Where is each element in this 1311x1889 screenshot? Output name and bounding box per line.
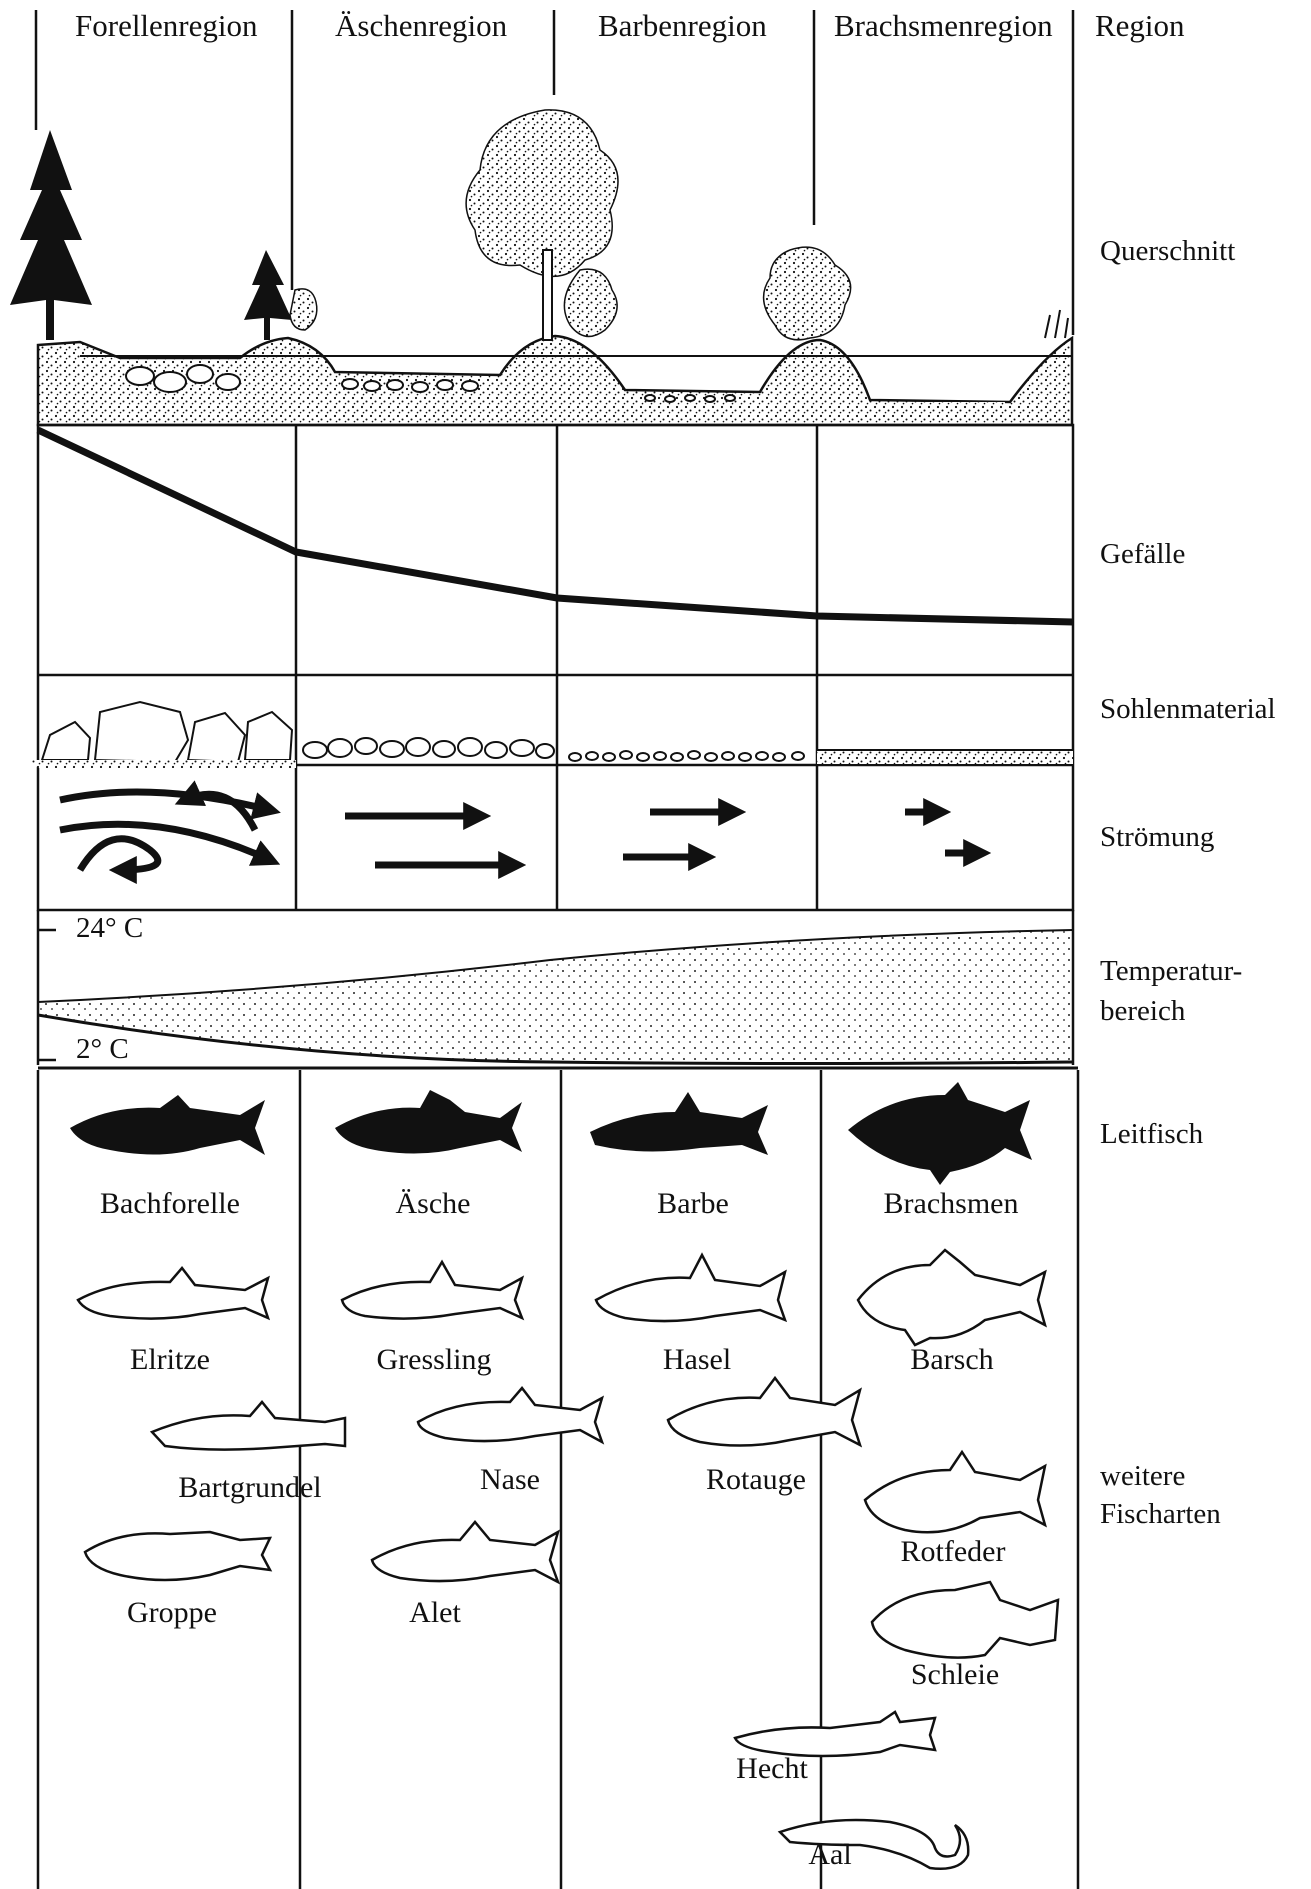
leitfisch-silhouettes [70,1082,1032,1185]
row-label-region: Region [1095,8,1185,44]
fish-label-rotfeder: Rotfeder [901,1535,1006,1569]
region-header-brachsmenregion: Brachsmenregion [834,8,1053,44]
row-label-querschnitt: Querschnitt [1100,232,1235,270]
row-label-leitfisch: Leitfisch [1100,1115,1203,1153]
row-label-sohlenmaterial: Sohlenmaterial [1100,690,1276,728]
fish-label-nase: Nase [480,1463,540,1497]
row-label-weitere-1: weitere [1100,1457,1185,1495]
fish-label-rotauge: Rotauge [706,1463,806,1497]
leitfisch-label-barbe: Barbe [657,1187,729,1221]
fish-label-aal: Aal [808,1838,851,1872]
region-header-forellenregion: Forellenregion [75,8,258,44]
grid-rows [38,425,1073,910]
fish-label-hasel: Hasel [663,1343,731,1377]
cross-section [10,110,1072,425]
leitfisch-label-aesche: Äsche [396,1187,471,1221]
row-label-stroemung: Strömung [1100,818,1214,856]
row-label-gefaelle: Gefälle [1100,535,1185,573]
current-arrows [60,792,980,870]
row-label-temperatur-2: bereich [1100,992,1185,1030]
slope-curve [38,430,1073,622]
fish-label-hecht: Hecht [736,1752,808,1786]
bed-material [30,702,1073,768]
fish-label-bartgrundel: Bartgrundel [178,1471,321,1505]
fish-label-elritze: Elritze [130,1343,210,1377]
fish-label-gressling: Gressling [377,1343,492,1377]
temperature-min-label: 2° C [76,1033,129,1066]
region-header-barbenregion: Barbenregion [598,8,767,44]
region-header-aeschenregion: Äschenregion [335,8,507,44]
fish-label-barsch: Barsch [910,1343,993,1377]
leitfisch-label-bachforelle: Bachforelle [100,1187,240,1221]
fish-label-schleie: Schleie [911,1658,999,1692]
row-label-temperatur-1: Temperatur- [1100,952,1242,990]
fish-label-alet: Alet [409,1596,461,1630]
row-label-weitere-2: Fischarten [1100,1495,1221,1533]
fish-label-groppe: Groppe [127,1596,217,1630]
leitfisch-label-brachsmen: Brachsmen [884,1187,1019,1221]
temperature-max-label: 24° C [76,912,143,945]
temperature-band [38,910,1078,1068]
